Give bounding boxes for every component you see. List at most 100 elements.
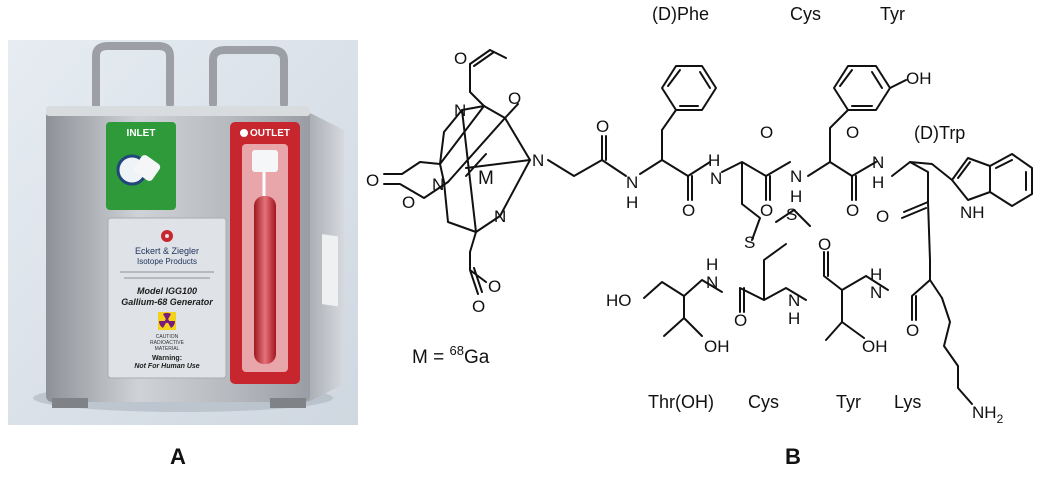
tyr-top-ring [833, 65, 891, 111]
front-label [107, 217, 227, 379]
atom-h-trp: H [872, 173, 884, 192]
phe-ring [661, 65, 717, 111]
residue-labels: (D)Phe Cys Tyr (D)Trp Thr(OH) Cys Tyr Ly… [648, 4, 965, 412]
structure-diagram: N N N N M O O O O O O O N H O H N O O N … [366, 4, 1033, 426]
ring-closure [901, 201, 931, 281]
atom-o-dota-1: O [454, 49, 467, 68]
tyr-top-ring-double [839, 69, 907, 107]
atom-o-phe: O [682, 201, 695, 220]
residue-lys: Lys [894, 392, 921, 412]
atom-o-cys-top-1: O [760, 123, 773, 142]
atom-n-2: N [432, 175, 444, 194]
right-handle [209, 46, 288, 108]
phe-backbone [639, 159, 711, 201]
dota-arm-top [469, 63, 519, 119]
atom-n-cys-bottom: N [788, 291, 800, 310]
thr-backbone [643, 279, 723, 337]
outlet-radiation-icon [240, 129, 248, 137]
trp-double [957, 159, 1027, 191]
atom-o-closure: O [876, 207, 889, 226]
brand-line-2: Isotope Products [137, 257, 197, 266]
nh2-main: NH [972, 403, 997, 422]
model-line-1: Model IGG100 [137, 286, 197, 296]
atom-oh-tyr-top: OH [906, 69, 932, 88]
residue-phe: (D)Phe [652, 4, 709, 24]
atom-o-tyr-bottom: O [818, 235, 831, 254]
atom-h-tyr-top: H [790, 187, 802, 206]
atom-s-1: S [744, 233, 755, 252]
residue-thr: Thr(OH) [648, 392, 714, 412]
caution-line-1: CAUTION [156, 334, 179, 340]
atom-o-dota-2: O [508, 89, 521, 108]
atom-o-dota-5: O [488, 277, 501, 296]
atom-ho-thr: HO [606, 291, 632, 310]
panel-label-a: A [170, 444, 186, 469]
atom-o-tyr-top-2: O [846, 201, 859, 220]
cys-bottom-backbone [739, 243, 807, 313]
metal-prefix: M = [412, 347, 449, 368]
panel-label-b: B [785, 444, 801, 469]
generator-top-edge [46, 106, 310, 116]
atom-h-tyr-bottom: H [870, 265, 882, 284]
atom-h-cys-top: H [708, 151, 720, 170]
atom-s-2: S [786, 205, 797, 224]
left-handle [92, 42, 174, 112]
lys-backbone [911, 279, 943, 321]
outlet-cap [252, 150, 278, 172]
cys-top-backbone [721, 161, 811, 241]
residue-tyr-top: Tyr [880, 4, 905, 24]
atom-o-cys-bottom: O [734, 311, 747, 330]
lys-side-chain [941, 297, 973, 405]
atom-nh2-lys: NH2 [972, 403, 1004, 426]
atom-nh-indole: NH [960, 203, 985, 222]
metal-element: Ga [464, 347, 490, 368]
atom-n-tyr-bottom: N [870, 283, 882, 302]
metal-definition: M = 68Ga [412, 343, 490, 368]
atom-o-dota-4: O [402, 193, 415, 212]
dota-amide-link [547, 135, 627, 177]
residue-cys-top: Cys [790, 4, 821, 24]
atom-n-1: N [454, 101, 466, 120]
model-line-2: Gallium-68 Generator [121, 297, 213, 307]
atom-o-dota-6: O [472, 297, 485, 316]
atom-labels: N N N N M O O O O O O O N H O H N O O N … [366, 49, 1004, 426]
phe-side-chain [661, 109, 677, 161]
dota-ring-cross [439, 105, 531, 233]
atom-h-amide-1: H [626, 193, 638, 212]
dota-arm-bottom [469, 231, 487, 295]
structure-bonds [383, 49, 1033, 405]
atom-n-tyr-top: N [790, 167, 802, 186]
caution-line-3: MATERIAL [155, 346, 180, 352]
residue-tyr-bottom: Tyr [836, 392, 861, 412]
atom-n-3: N [532, 151, 544, 170]
trp-backbone [891, 161, 953, 203]
trp-benzene [989, 153, 1033, 207]
warning-line-2: Not For Human Use [134, 363, 199, 370]
outlet-vial[interactable] [254, 196, 276, 364]
atom-oh-thr: OH [704, 337, 730, 356]
atom-n-thr: N [706, 273, 718, 292]
phe-ring-double [667, 69, 711, 107]
atom-o-cys-top-2: O [760, 201, 773, 220]
atom-oh-tyr-bottom: OH [862, 337, 888, 356]
atom-n-trp: N [872, 153, 884, 172]
warning-line-1: Warning: [152, 355, 182, 362]
atom-o-lys: O [906, 321, 919, 340]
tyr-top-backbone [807, 161, 877, 201]
atom-n-amide-1: N [626, 173, 638, 192]
dota-arm-left [383, 161, 449, 199]
atom-metal: M [478, 168, 494, 189]
brand-line-1: Eckert & Ziegler [135, 246, 199, 256]
tyr-bottom-backbone [823, 251, 889, 341]
radiation-trefoil-icon [158, 312, 176, 328]
nh2-sub: 2 [997, 412, 1004, 426]
right-foot [270, 398, 306, 408]
dota-ring-upper [439, 105, 531, 233]
atom-h-thr: H [706, 255, 718, 274]
atom-o-tyr-top: O [846, 123, 859, 142]
outlet-label: OUTLET [250, 128, 290, 139]
caution-line-2: RADIOACTIVE [150, 340, 185, 346]
tyr-top-side-chain [829, 109, 849, 163]
inlet-cap [133, 155, 161, 181]
metal-mass: 68 [449, 343, 463, 358]
